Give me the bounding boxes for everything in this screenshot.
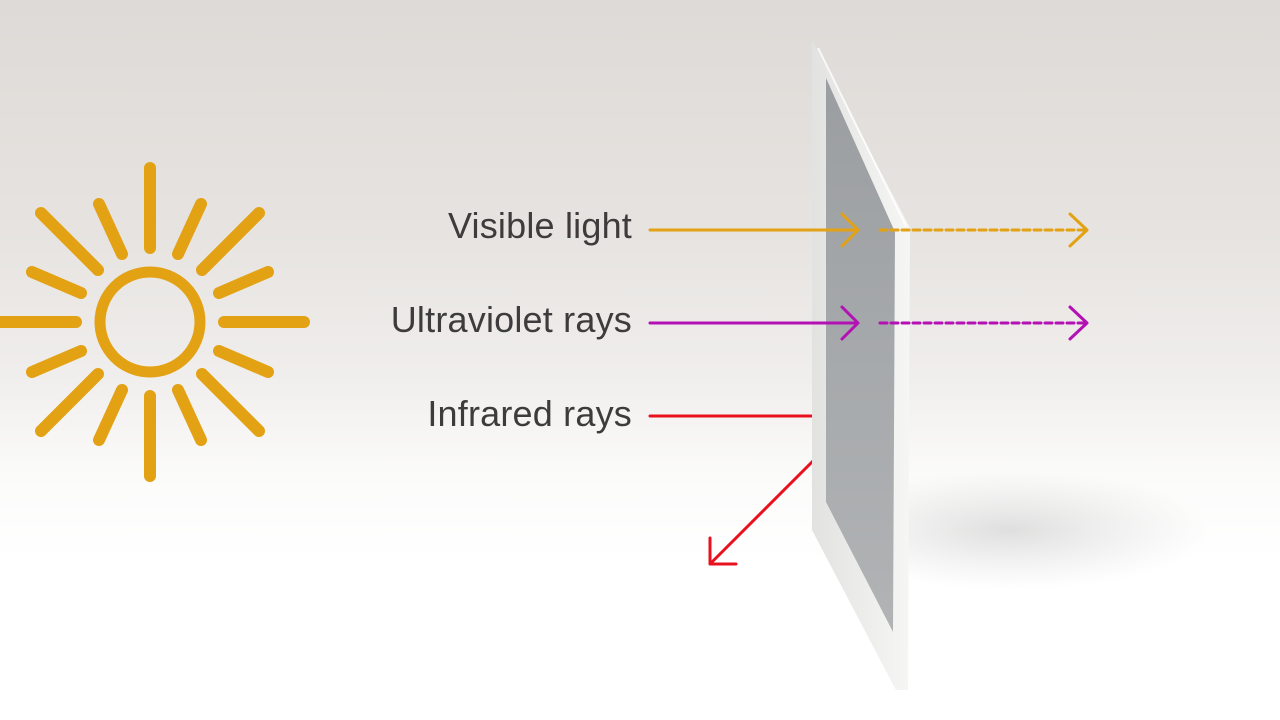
sun-ray-sw (35, 368, 104, 437)
sun-icon (0, 162, 310, 482)
sun-ray-ne (196, 207, 265, 276)
uv-incoming-arrowhead (840, 305, 860, 341)
sun-ray-nw (35, 207, 104, 276)
visible-incoming-arrowhead (840, 212, 860, 248)
sun-ray-nnw (93, 198, 128, 260)
sun-ray-se (196, 368, 265, 437)
ray-ultraviolet-transmitted (648, 305, 1089, 341)
ir-arrowhead (708, 536, 738, 566)
ray-visible-transmitted (648, 212, 1089, 248)
uv-outgoing-arrowhead (1068, 305, 1089, 341)
sun-ray-ene (213, 266, 274, 299)
glass-pane (812, 40, 910, 690)
sun-ray-ssw (93, 384, 128, 446)
pane-highlight (817, 47, 907, 227)
sun-ray-wsw (26, 345, 87, 378)
label-ultraviolet-rays: Ultraviolet rays (390, 299, 632, 340)
pane-shadow (810, 470, 1210, 590)
sun-ray-nne (172, 198, 207, 260)
visible-outgoing-arrowhead (1068, 212, 1089, 248)
label-visible-light: Visible light (447, 205, 632, 246)
sun-ray-ese (213, 345, 274, 378)
sun-ray-sse (172, 384, 207, 446)
label-infrared-rays: Infrared rays (427, 393, 632, 434)
sun-disc (94, 266, 206, 378)
sun-ray-wnw (26, 266, 87, 299)
